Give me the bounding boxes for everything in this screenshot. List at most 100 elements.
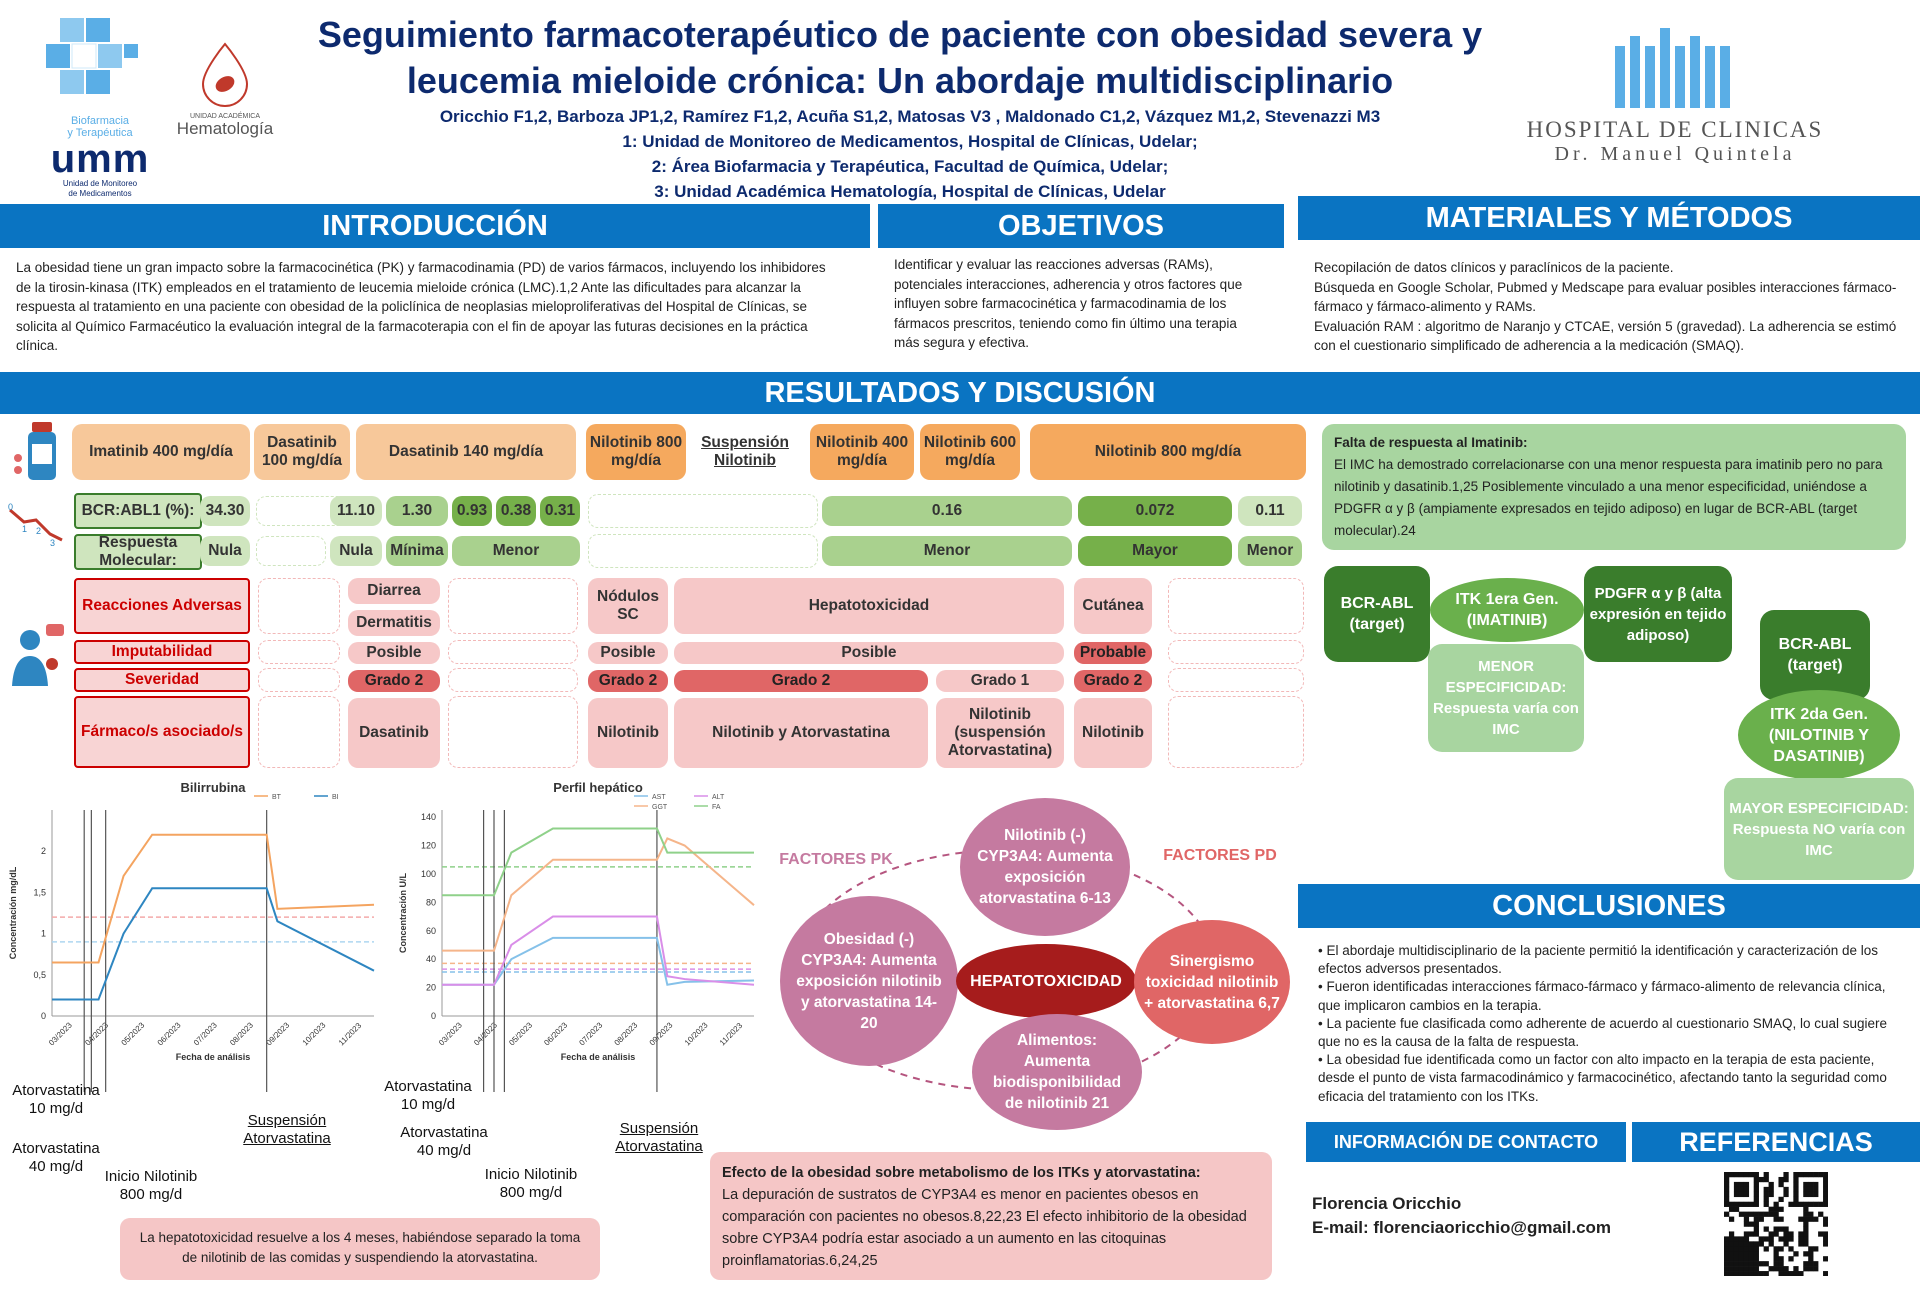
- qr-module: [1773, 1246, 1779, 1252]
- qr-module: [1733, 1261, 1740, 1267]
- qr-module: [1724, 1176, 1730, 1183]
- qr-module: [1803, 1181, 1809, 1188]
- qr-module: [1813, 1216, 1819, 1222]
- x-tick-label: 03/2023: [47, 1020, 74, 1047]
- hospital-building-icon: [1615, 28, 1730, 108]
- qr-module: [1748, 1256, 1755, 1262]
- y-tick-label: 0: [431, 1011, 436, 1021]
- resp-value: Nula: [200, 536, 250, 566]
- qr-module: [1788, 1231, 1794, 1237]
- x-axis-label: Fecha de análisis: [561, 1052, 636, 1062]
- legend-label: GGT: [652, 804, 668, 811]
- factores-pd: FACTORES PD: [1163, 847, 1277, 864]
- qr-module: [1823, 1172, 1828, 1178]
- qr-module: [1793, 1271, 1799, 1276]
- qr-module: [1724, 1191, 1730, 1198]
- authors: Oricchio F1,2, Barboza JP1,2, Ramírez F1…: [439, 107, 1381, 126]
- conclusiones-list: • El abordaje multidisciplinario de la p…: [1318, 942, 1908, 1106]
- sev-value: Grado 2: [1074, 670, 1152, 692]
- qr-module: [1728, 1231, 1735, 1237]
- qr-module: [1743, 1216, 1750, 1222]
- hepatotox-note: La hepatotoxicidad resuelve a los 4 mese…: [120, 1218, 600, 1280]
- qr-module: [1823, 1176, 1828, 1183]
- qr-module: [1768, 1211, 1774, 1217]
- imatinib-box: Falta de respuesta al Imatinib: El IMC h…: [1322, 424, 1906, 550]
- qr-module: [1733, 1266, 1740, 1272]
- qr-module: [1743, 1221, 1750, 1227]
- qr-code-icon[interactable]: [1724, 1172, 1828, 1276]
- qr-module: [1823, 1216, 1828, 1222]
- affiliation-3: 3: Unidad Académica Hematología, Hospita…: [654, 182, 1166, 201]
- imp-label: Imputabilidad: [74, 640, 250, 664]
- qr-module: [1724, 1261, 1730, 1267]
- cross-icon: [46, 18, 138, 94]
- resp-value: Menor: [1238, 536, 1302, 566]
- qr-module: [1743, 1231, 1750, 1237]
- qr-module: [1743, 1191, 1750, 1198]
- resp-value: Menor: [822, 536, 1072, 566]
- qr-module: [1778, 1226, 1784, 1232]
- qr-module: [1778, 1261, 1784, 1267]
- ann-atorva10-hep: Atorvastatina 10 mg/d: [384, 1078, 472, 1113]
- contacto-header: INFORMACIÓN DE CONTACTO: [1306, 1122, 1626, 1162]
- empty-cell: [448, 578, 578, 634]
- qr-module: [1778, 1181, 1784, 1188]
- ram-diarrea: Diarrea: [348, 578, 440, 604]
- qr-module: [1733, 1191, 1740, 1198]
- qr-module: [1778, 1236, 1784, 1242]
- qr-module: [1763, 1186, 1769, 1193]
- qr-module: [1818, 1231, 1824, 1237]
- qr-module: [1783, 1236, 1789, 1242]
- hema-label: Hematología: [176, 119, 274, 138]
- qr-module: [1753, 1211, 1759, 1217]
- qr-module: [1808, 1251, 1814, 1257]
- contact-email[interactable]: E-mail: florenciaoricchio@gmail.com: [1312, 1218, 1612, 1237]
- series-line-bi: [52, 887, 375, 1001]
- qr-module: [1753, 1221, 1759, 1227]
- ram-nodulos: Nódulos SC: [588, 578, 668, 634]
- qr-module: [1733, 1251, 1740, 1257]
- qr-module: [1813, 1266, 1819, 1272]
- sev-label: Severidad: [74, 668, 250, 692]
- qr-module: [1788, 1256, 1794, 1262]
- legend-label: FA: [712, 804, 721, 811]
- imatinib-title: Falta de respuesta al Imatinib:: [1334, 435, 1528, 450]
- conclusiones-header: CONCLUSIONES: [1298, 884, 1920, 928]
- qr-module: [1743, 1266, 1750, 1272]
- qr-module: [1778, 1206, 1784, 1212]
- qr-module: [1773, 1256, 1779, 1262]
- qr-module: [1823, 1241, 1828, 1247]
- qr-module: [1738, 1256, 1745, 1262]
- qr-module: [1724, 1266, 1730, 1272]
- qr-module: [1808, 1181, 1814, 1188]
- ann-atorva10-bili: Atorvastatina 10 mg/d: [12, 1082, 100, 1117]
- empty-cell: [258, 578, 340, 634]
- svg-text:0: 0: [8, 502, 13, 512]
- x-tick-label: 03/2023: [437, 1020, 464, 1047]
- qr-module: [1768, 1231, 1774, 1237]
- qr-module: [1783, 1271, 1789, 1276]
- affiliation-1: 1: Unidad de Monitoreo de Medicamentos, …: [622, 132, 1198, 151]
- qr-module: [1724, 1186, 1730, 1193]
- qr-module: [1773, 1201, 1779, 1207]
- qr-module: [1738, 1201, 1745, 1207]
- qr-module: [1743, 1181, 1750, 1188]
- qr-module: [1803, 1186, 1809, 1193]
- y-tick-label: 120: [421, 841, 436, 851]
- node-mayor-especificidad: MAYOR ESPECIFICIDAD: Respuesta NO varía …: [1724, 778, 1914, 880]
- farm-value: Nilotinib: [588, 698, 668, 768]
- empty-cell: [256, 536, 326, 566]
- hematologia-logo: UNIDAD ACADÉMICA Hematología: [170, 40, 280, 150]
- qr-module: [1733, 1246, 1740, 1252]
- svg-text:2: 2: [36, 526, 41, 536]
- qr-module: [1793, 1186, 1799, 1193]
- qr-module: [1748, 1211, 1755, 1217]
- qr-module: [1724, 1201, 1730, 1207]
- qr-module: [1798, 1241, 1804, 1247]
- qr-module: [1733, 1236, 1740, 1242]
- empty-cell: [1168, 696, 1304, 768]
- qr-module: [1793, 1201, 1799, 1207]
- qr-module: [1783, 1191, 1789, 1198]
